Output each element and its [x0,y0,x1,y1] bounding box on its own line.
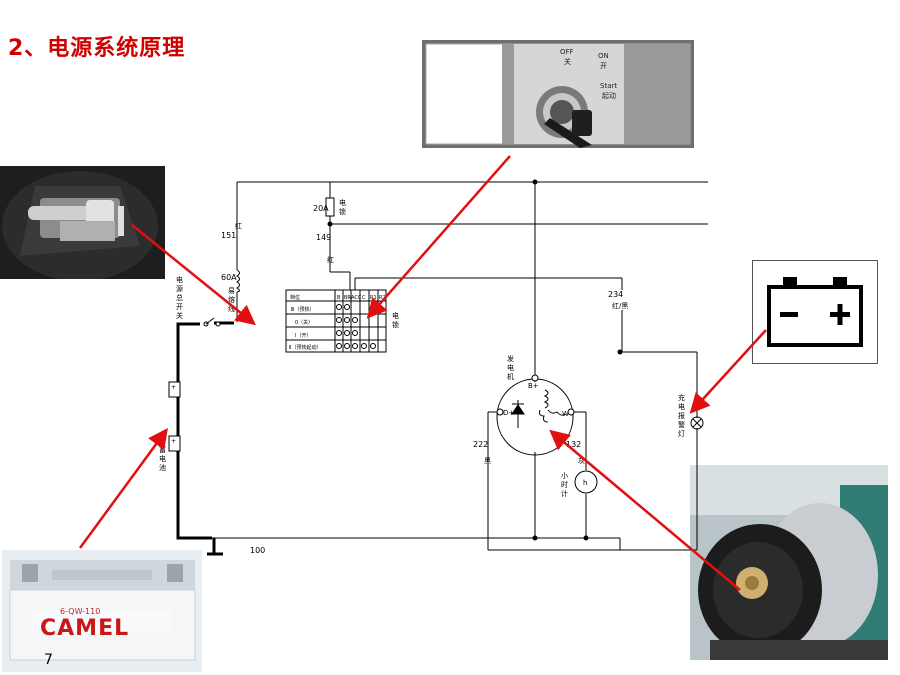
battery-label: 蓄 电 池 [159,445,166,472]
red-black-label: 红/黑 [612,301,628,310]
svg-text:灯: 灯 [678,429,685,438]
wire-234-label: 234 [608,290,623,299]
fusible-label-3: 线 [228,304,235,313]
fuse-60a-label: 60A [221,273,237,282]
fusible-label-1: 易 [228,287,235,295]
battery-symbol [752,260,878,364]
battery-neg-terminal: + [171,438,176,445]
svg-text:档位: 档位 [290,294,300,301]
w-label: W [562,410,569,418]
svg-text:关: 关 [176,311,183,320]
svg-text:池: 池 [159,463,166,472]
svg-text:Ⅲ（预热）: Ⅲ（预热） [291,306,314,313]
key-switch-photo: OFF 关 ON 开 Start 起动 [422,40,694,148]
generator-label: 发 电 机 [507,354,514,381]
svg-text:锁: 锁 [392,320,399,329]
arrow-master-switch [131,224,256,326]
hour-meter-label: 小 时 计 [561,471,568,498]
svg-text:小: 小 [561,471,568,480]
svg-text:开: 开 [176,303,183,311]
svg-text:总: 总 [176,293,183,302]
key-on-cn-label: 开 [600,62,607,70]
wire-100-label: 100 [250,546,265,555]
fuse-20a-label: 20A [313,204,329,213]
svg-text:C: C [362,295,366,301]
key-start-cn-label: 起动 [602,92,616,100]
master-switch-label: 电 源 总 开 关 [176,275,183,320]
arrow-key-switch [366,155,511,319]
svg-text:计: 计 [561,489,568,498]
key-off-cn-label: 关 [564,58,571,66]
page-title: 2、电源系统原理 [8,36,186,61]
svg-text:Ⅰ（开）: Ⅰ（开） [295,333,311,339]
wire-222-label: 222 [473,440,488,449]
wire-149-label: 149 [316,233,331,242]
master-switch-photo [0,166,165,279]
svg-text:蓄: 蓄 [159,445,166,454]
lock-side-label: 电 锁 [392,311,399,329]
svg-text:ACC: ACC [351,295,362,301]
svg-text:电: 电 [678,402,685,411]
lock-top-label-2: 锁 [339,207,346,216]
svg-text:发: 发 [507,354,514,363]
svg-text:时: 时 [561,480,568,489]
svg-text:机: 机 [507,372,514,381]
key-start-label: Start [600,82,618,90]
svg-text:0（关）: 0（关） [295,319,313,326]
page-number: 7 [44,652,53,668]
arrow-battery [78,427,168,549]
svg-text:R1: R1 [370,295,377,301]
svg-text:电: 电 [392,311,399,320]
svg-text:电: 电 [176,275,183,284]
wire-151-label: 151 [221,231,236,240]
lock-top-label-1: 电 [339,198,346,207]
svg-text:报: 报 [678,411,685,420]
battery-photo: 6-QW-110 CAMEL [2,550,202,672]
black-label: 黑 [484,457,491,465]
svg-text:Ⅱ（预热起动）: Ⅱ（预热起动） [289,344,321,351]
svg-text:充: 充 [678,393,685,402]
fusible-label-2: 熔 [228,295,235,304]
svg-text:警: 警 [678,420,685,429]
key-on-label: ON [598,52,609,60]
key-off-label: OFF [560,48,574,56]
svg-text:B: B [337,295,341,301]
hour-meter-h: h [583,479,587,487]
svg-text:电: 电 [507,363,514,372]
b-plus-label: B+ [528,382,539,390]
svg-text:BR: BR [344,295,351,301]
wire-132-label: 132 [566,440,581,449]
svg-text:电: 电 [159,454,166,463]
switch-table: 档位 B BR ACC C R1 R2 Ⅲ（预热） 0（关） Ⅰ（开） Ⅱ（预热… [289,294,386,351]
arrow-charge-lamp [689,329,767,414]
red-label-2: 红 [327,255,334,264]
arrow-alternator [549,429,741,591]
battery-model-label: 6-QW-110 [60,607,101,616]
charge-lamp-label: 充 电 报 警 灯 [678,393,685,438]
battery-brand-label: CAMEL [40,616,130,641]
alternator-photo [690,465,888,660]
white-label: 灰 [578,456,585,465]
battery-pos-terminal: + [171,384,176,391]
red-label-1: 红 [235,221,242,230]
svg-text:源: 源 [176,284,183,293]
d-plus-label: D+ [503,409,514,417]
